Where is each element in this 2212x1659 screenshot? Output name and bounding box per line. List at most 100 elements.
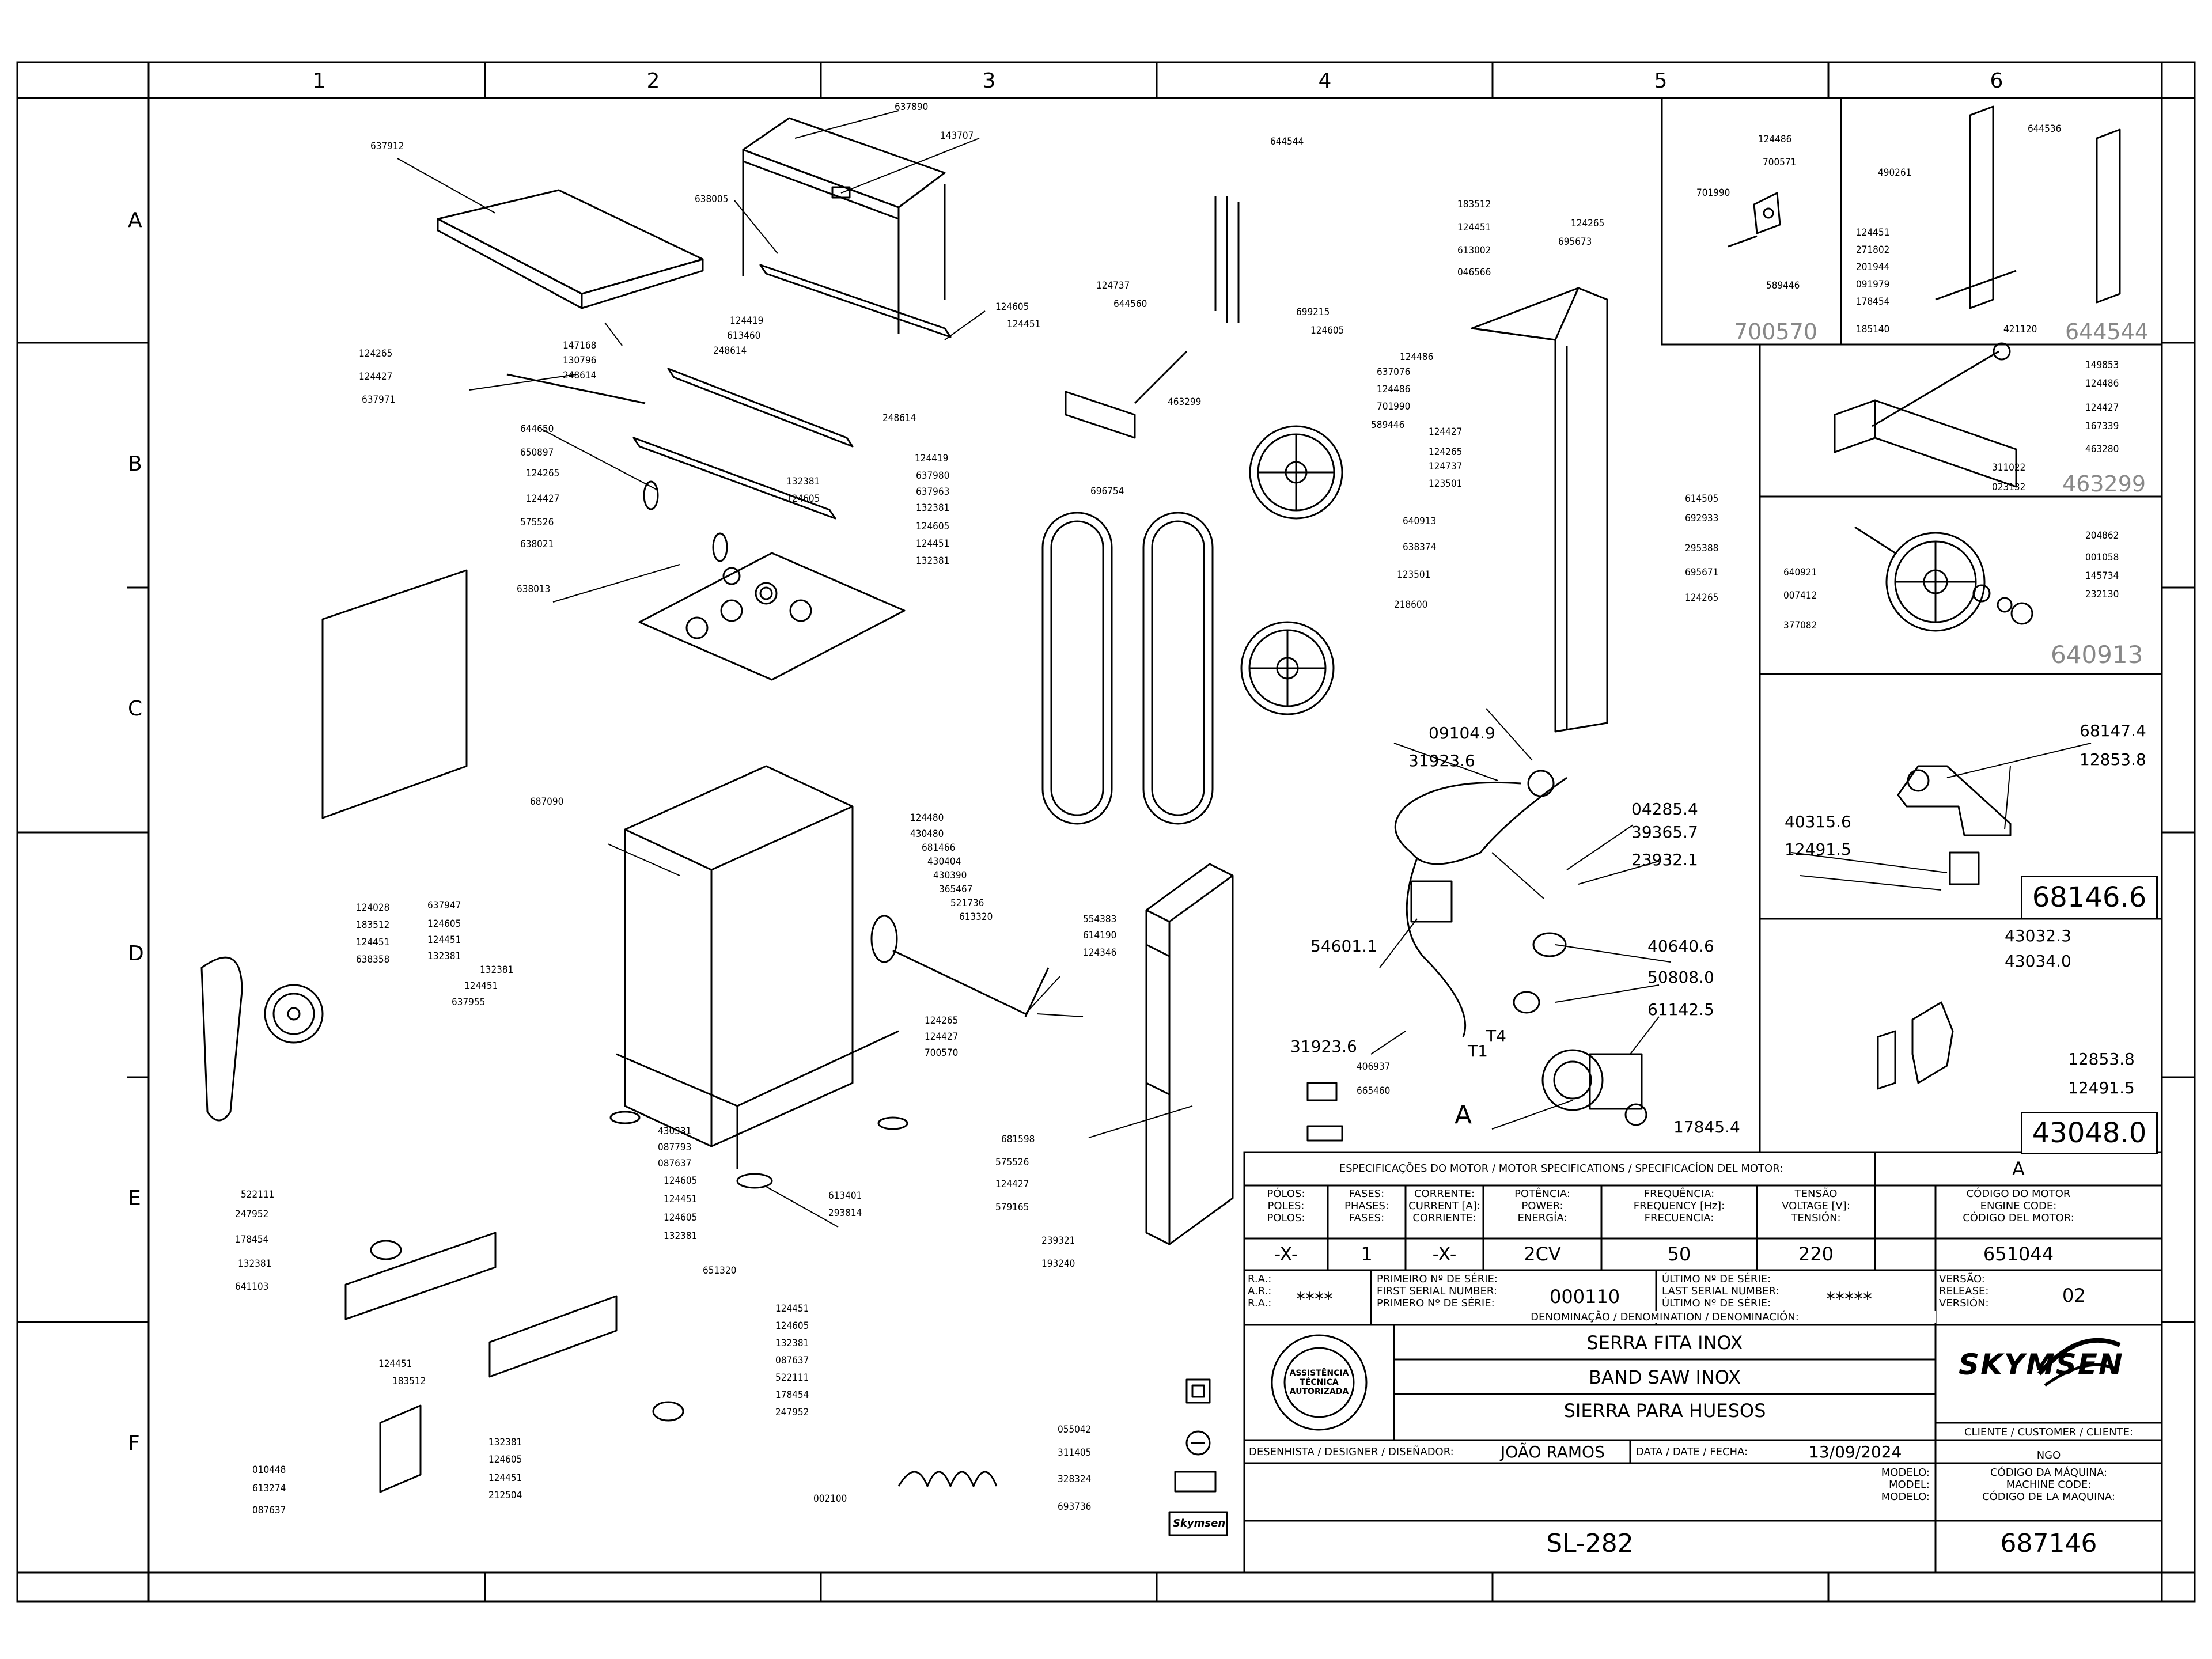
part-number: 124265	[1429, 446, 1463, 458]
current-value: -X-	[1432, 1243, 1457, 1265]
current-label: CORRENTE: CURRENT [A]: CORRIENTE:	[1408, 1188, 1480, 1224]
last-serial-label: ÚLTIMO Nº DE SÉRIE: LAST SERIAL NUMBER: …	[1662, 1273, 1779, 1309]
part-number: 124346	[1083, 947, 1117, 959]
part-number: 124427	[359, 371, 393, 382]
product-name-en: BAND SAW INOX	[1589, 1366, 1741, 1388]
part-number: 430390	[933, 870, 967, 881]
part-number: 124737	[1429, 461, 1463, 472]
part-number: 651320	[703, 1265, 737, 1277]
designer-label: DESENHISTA / DESIGNER / DISEÑADOR:	[1249, 1446, 1454, 1458]
part-number: 183512	[1457, 199, 1491, 210]
electrical-part-number: 04285.4	[1631, 800, 1698, 819]
part-number: 522111	[775, 1372, 809, 1384]
part-number: 124451	[1457, 222, 1491, 233]
part-number: 132381	[488, 1437, 522, 1448]
poles-value: -X-	[1274, 1243, 1298, 1265]
part-number: 124605	[775, 1320, 809, 1332]
electrical-part-number: 50808.0	[1647, 968, 1714, 987]
part-number: 055042	[1058, 1424, 1092, 1435]
machine-code-label: CÓDIGO DA MÁQUINA: MACHINE CODE: CÓDIGO …	[1982, 1467, 2115, 1503]
part-number: 68147.4	[2080, 721, 2146, 740]
part-number: 521736	[950, 897, 984, 909]
frequency-label: FREQUÊNCIA: FREQUENCY [Hz]: FRECUENCIA:	[1633, 1188, 1725, 1224]
part-number: 124451	[664, 1194, 698, 1205]
part-number: 575526	[995, 1157, 1029, 1168]
denomination-label: DENOMINAÇÃO / DENOMINATION / DENOMINACIÓ…	[1394, 1311, 1936, 1323]
part-number: 644544	[1270, 136, 1304, 147]
part-number: 124427	[925, 1031, 959, 1043]
part-number: 12491.5	[2068, 1078, 2135, 1097]
part-number: 124451	[356, 937, 390, 948]
part-number: 641103	[235, 1281, 269, 1293]
part-number: 613460	[727, 330, 761, 342]
part-number: 239321	[1041, 1235, 1075, 1247]
grid-column-label: 6	[1990, 69, 2003, 93]
part-number: 696754	[1090, 486, 1124, 497]
part-number: 185140	[1856, 324, 1890, 335]
part-number: 124737	[1096, 280, 1130, 291]
electrical-part-number: 665460	[1357, 1085, 1391, 1097]
part-number: 124419	[915, 453, 949, 464]
part-number: 091979	[1856, 279, 1890, 290]
part-number: 124451	[1007, 319, 1041, 330]
part-number: 687090	[530, 796, 564, 808]
part-number: 123501	[1397, 569, 1431, 581]
part-number: 212504	[488, 1490, 522, 1501]
part-number: 124451	[427, 934, 461, 946]
grid-column-label: 3	[982, 69, 996, 93]
part-number: 638021	[520, 539, 554, 550]
part-number: 183512	[392, 1376, 426, 1387]
grid-row-label: E	[128, 1187, 141, 1210]
part-number: 145734	[2085, 570, 2119, 582]
power-label: POTÊNCIA: POWER: ENERGÍA:	[1514, 1188, 1570, 1224]
part-number: 124451	[378, 1358, 412, 1370]
phases-value: 1	[1361, 1243, 1373, 1265]
part-number: 365467	[939, 884, 973, 895]
electrical-part-number: 54601.1	[1310, 937, 1377, 956]
grid-column-label: 4	[1318, 69, 1332, 93]
part-number: 124451	[488, 1472, 522, 1484]
view-label: A	[1455, 1100, 1472, 1130]
part-number: 132381	[238, 1258, 272, 1270]
part-number: 124486	[1377, 384, 1411, 395]
part-number: 147168	[563, 340, 597, 351]
date-label: DATA / DATE / FECHA:	[1636, 1446, 1748, 1458]
part-number: 613002	[1457, 245, 1491, 256]
part-number: 247952	[235, 1209, 269, 1220]
phases-label: FASES: PHASES: FASES:	[1344, 1188, 1389, 1224]
model-label: MODELO: MODEL: MODELO:	[1881, 1467, 1930, 1503]
part-number: 328324	[1058, 1474, 1092, 1485]
part-number: 167339	[2085, 421, 2119, 432]
part-number: 701990	[1696, 187, 1730, 199]
part-number: 644536	[2028, 123, 2062, 135]
part-number: 087637	[658, 1158, 692, 1169]
part-number: 701990	[1377, 401, 1411, 412]
part-number: 124480	[910, 812, 944, 824]
part-number: 12853.8	[2080, 750, 2146, 769]
part-number: 637955	[452, 997, 486, 1008]
part-number: 124265	[359, 348, 393, 359]
part-number: 613274	[252, 1483, 286, 1494]
part-number: 644650	[520, 423, 554, 435]
part-number: 002100	[813, 1493, 847, 1505]
part-number: 247952	[775, 1407, 809, 1418]
part-number: 637890	[895, 101, 929, 113]
part-number: 124265	[526, 468, 560, 479]
grid-column-label: 2	[646, 69, 660, 93]
part-number: 178454	[235, 1234, 269, 1245]
part-number: 695673	[1558, 236, 1592, 248]
part-number: 637947	[427, 900, 461, 911]
part-number: 12491.5	[1785, 840, 1851, 859]
part-number: 699215	[1296, 306, 1330, 318]
part-number: 430404	[927, 856, 961, 868]
grid-row-label: B	[128, 452, 142, 476]
part-number: 124427	[526, 493, 560, 505]
part-number: 700570	[925, 1047, 959, 1059]
poles-label: PÓLOS: POLES: POLOS:	[1267, 1188, 1305, 1224]
grid-row-label: D	[128, 942, 144, 965]
part-number: 132381	[427, 950, 461, 962]
part-number: 124605	[786, 493, 820, 505]
part-number: 522111	[241, 1189, 275, 1200]
frequency-value: 50	[1667, 1243, 1691, 1265]
detail-reference: 644544	[2065, 319, 2149, 344]
